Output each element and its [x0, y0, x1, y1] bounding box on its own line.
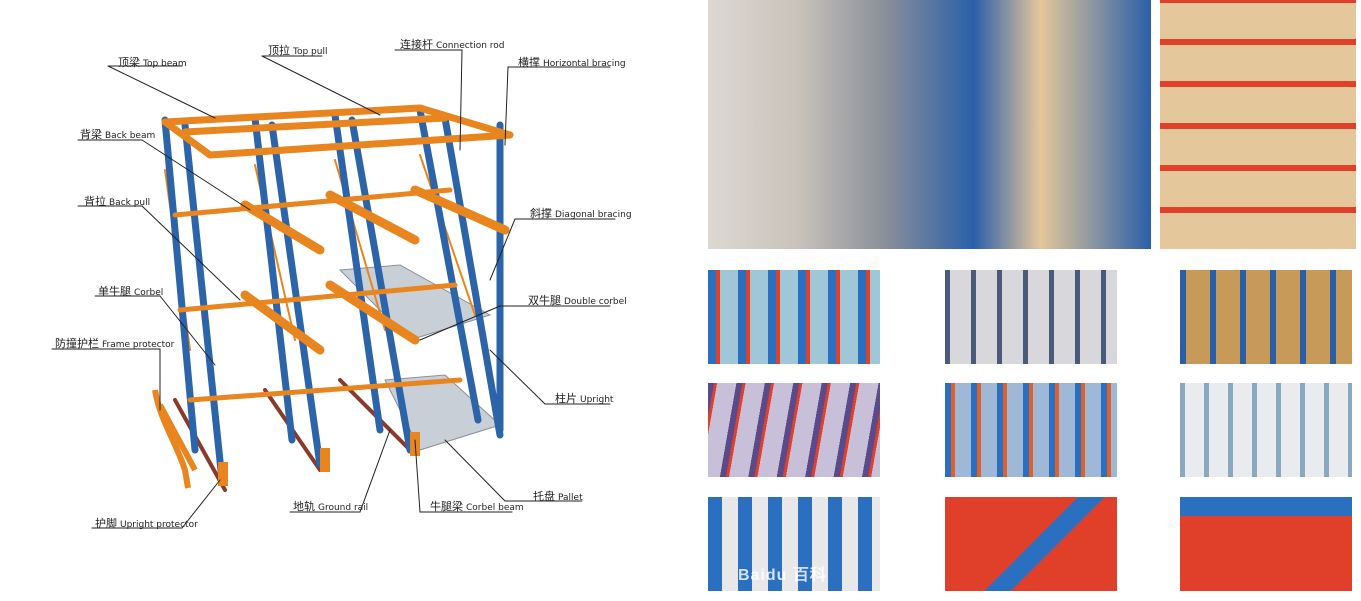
label-chinese: 横撑: [518, 56, 540, 69]
upright: [251, 114, 296, 444]
label-chinese: 托盘: [533, 490, 555, 503]
label-english: Corbel: [134, 288, 164, 298]
label-chinese: 斜撑: [530, 207, 552, 220]
upright: [161, 116, 199, 454]
label-chinese: 双牛腿: [528, 294, 561, 307]
warehouse-photo-main: [708, 0, 1151, 249]
label-english: Pallet: [558, 493, 583, 503]
leader-line: [141, 205, 241, 301]
leader-line: [414, 439, 421, 513]
rack-thumbnail-photo: [1180, 270, 1352, 364]
upright: [348, 116, 414, 454]
label-english: Upright protector: [120, 520, 198, 530]
label-english: Double corbel: [564, 297, 627, 307]
upright: [268, 121, 324, 469]
label-english: Corbel beam: [466, 503, 524, 513]
label-english: Back beam: [105, 131, 156, 141]
upright: [441, 114, 504, 439]
label-english: Top pull: [293, 47, 328, 57]
label-chinese: 背拉: [84, 195, 106, 208]
rack-thumbnail-photo: [945, 383, 1117, 477]
label-chinese: 顶梁: [118, 56, 140, 69]
top-beam: [161, 118, 214, 159]
label-chinese: 单牛腿: [98, 285, 131, 298]
warehouse-photo-side: [1160, 0, 1356, 249]
back-beam: [177, 282, 458, 313]
rack-thumbnail-photo: Baidu 百科: [708, 497, 880, 591]
label-english: Frame protector: [102, 340, 175, 350]
leader-line: [489, 349, 546, 405]
label-english: Top beam: [143, 59, 187, 69]
leader-line: [159, 295, 216, 366]
top-beam: [416, 104, 514, 139]
leader-line: [459, 49, 463, 151]
label-chinese: 护脚: [95, 517, 117, 530]
label-english: Connection rod: [436, 41, 505, 51]
upright: [181, 121, 226, 484]
frame-protector: [152, 389, 198, 489]
rack-thumbnail-photo: [708, 383, 880, 477]
label-chinese: 柱片: [555, 392, 577, 405]
upright-protector: [320, 448, 330, 472]
back-beam: [172, 187, 453, 218]
corbel-beam: [410, 185, 510, 235]
back-beam: [187, 377, 463, 403]
label-english: Diagonal bracing: [555, 210, 632, 220]
upright: [331, 111, 384, 434]
leader-line: [444, 439, 506, 502]
leader-line: [107, 65, 216, 119]
label-chinese: 背梁: [80, 128, 102, 141]
ground-rail: [173, 398, 227, 492]
rack-illustration: [51, 49, 616, 529]
label-english: Back pull: [109, 198, 151, 208]
label-english: Horizontal bracing: [543, 59, 626, 69]
rack-thumbnail-photo: [708, 270, 880, 364]
label-chinese: 防撞护栏: [55, 337, 99, 350]
label-chinese: 地轨: [293, 500, 315, 513]
leader-line: [141, 139, 251, 211]
diagonal-bracing: [419, 154, 476, 316]
leader-line: [261, 55, 381, 116]
top-beam: [181, 114, 449, 136]
top-beam: [161, 104, 424, 126]
label-chinese: 连接杆: [400, 38, 433, 51]
label-chinese: 牛腿梁: [430, 500, 463, 513]
drive-in-rack-diagram: [51, 49, 616, 529]
label-english: Ground rail: [318, 503, 369, 513]
label-english: Upright: [580, 395, 614, 405]
watermark: Baidu 百科: [738, 567, 827, 584]
leader-line: [489, 218, 516, 281]
rack-thumbnail-photo: [945, 270, 1117, 364]
corbel-beam: [240, 200, 325, 255]
rack-thumbnail-photo: [1180, 497, 1352, 591]
leader-line: [181, 479, 221, 529]
leader-line: [504, 66, 509, 146]
corbel-beam: [325, 190, 420, 245]
upright: [416, 106, 482, 424]
rack-thumbnail-photo: [1180, 383, 1352, 477]
leader-line: [419, 305, 501, 341]
label-chinese: 顶拉: [268, 44, 290, 57]
rack-thumbnail-photo: [945, 497, 1117, 591]
upright-protector: [218, 462, 228, 486]
leader-line: [359, 429, 391, 513]
